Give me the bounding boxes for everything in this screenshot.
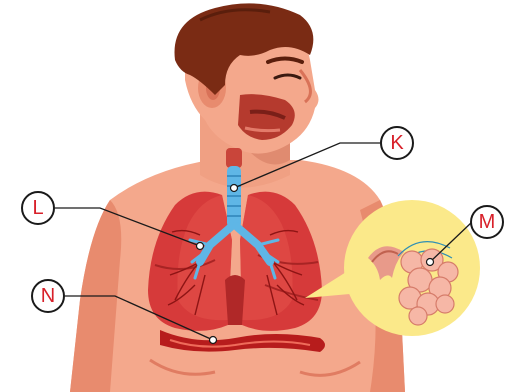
leader-dot-l <box>197 243 204 250</box>
leader-dot-m <box>427 259 434 266</box>
label-n-text: N <box>41 285 55 307</box>
label-n: N <box>32 280 64 312</box>
leader-dot-n <box>210 337 217 344</box>
label-m-text: M <box>479 211 496 233</box>
label-k-text: K <box>390 132 404 154</box>
leader-dot-k <box>231 185 238 192</box>
label-l-text: L <box>32 197 43 219</box>
label-k: K <box>381 127 413 159</box>
label-m: M <box>471 206 503 238</box>
label-l: L <box>22 192 54 224</box>
head-illustration <box>175 3 319 153</box>
